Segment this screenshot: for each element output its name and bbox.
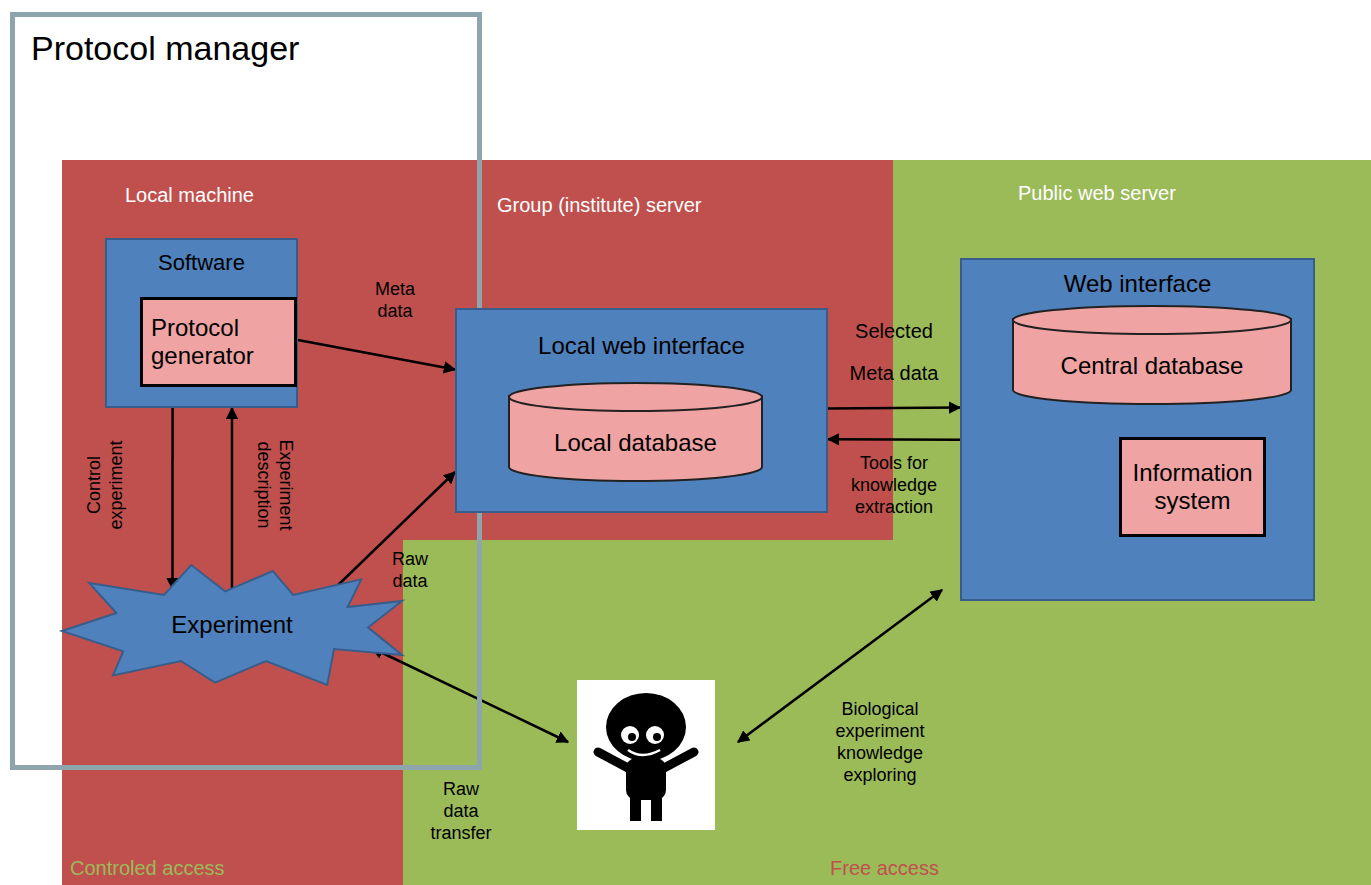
node-text: Local web interface: [538, 332, 745, 360]
access-label: Controled access: [70, 856, 225, 880]
node-text: Local database: [554, 429, 717, 457]
node-text: Software: [158, 250, 245, 275]
interface-box: Local web interfaceLocal database: [455, 308, 828, 513]
database-cylinder: Local database: [508, 382, 763, 482]
free-region: [893, 160, 1371, 885]
flow-arrow: [828, 438, 960, 441]
connector-label: Experiment description: [253, 430, 297, 540]
transfer-arrow: [372, 648, 568, 742]
controlled-region: [403, 160, 893, 540]
flow-arrow: [171, 408, 174, 589]
node-text: Experiment: [171, 611, 292, 639]
region-heading: Group (institute) server: [497, 193, 702, 217]
node-text: Protocol generator: [151, 314, 286, 369]
connector-label: Tools for knowledge extraction: [837, 452, 952, 518]
connector-label: Control experiment: [83, 430, 127, 540]
node-text: Central database: [1061, 352, 1244, 380]
region-heading: Public web server: [1018, 181, 1176, 205]
node-text: Information system: [1130, 459, 1255, 514]
connector-label: Meta data: [365, 278, 425, 322]
controlled-region: [62, 160, 403, 885]
user-mascot: [577, 680, 715, 830]
flow-arrow: [231, 408, 234, 590]
arrow-label: Raw data transfer: [425, 778, 497, 844]
node-text: Protocol manager: [31, 29, 299, 68]
free-region: [403, 540, 893, 885]
connector-label: Selected Meta data: [839, 310, 949, 394]
generator-box: Protocol generator: [140, 297, 297, 387]
system-box: Information system: [1119, 437, 1266, 537]
node-text: Web interface: [1064, 270, 1212, 298]
software-box: SoftwareProtocol generator: [105, 238, 298, 408]
region-heading: Local machine: [125, 183, 254, 207]
connector-label: Raw data: [387, 548, 433, 592]
flow-arrow: [828, 406, 960, 409]
access-label: Free access: [830, 856, 939, 880]
interface-box: Web interfaceCentral databaseInformation…: [960, 258, 1315, 601]
database-cylinder: Central database: [1012, 305, 1292, 405]
exploring-arrow: [738, 590, 942, 742]
flow-arrow: [298, 340, 455, 370]
experiment-burst: Experiment: [62, 565, 402, 685]
arrow-label: Biological experiment knowledge explorin…: [820, 698, 940, 786]
